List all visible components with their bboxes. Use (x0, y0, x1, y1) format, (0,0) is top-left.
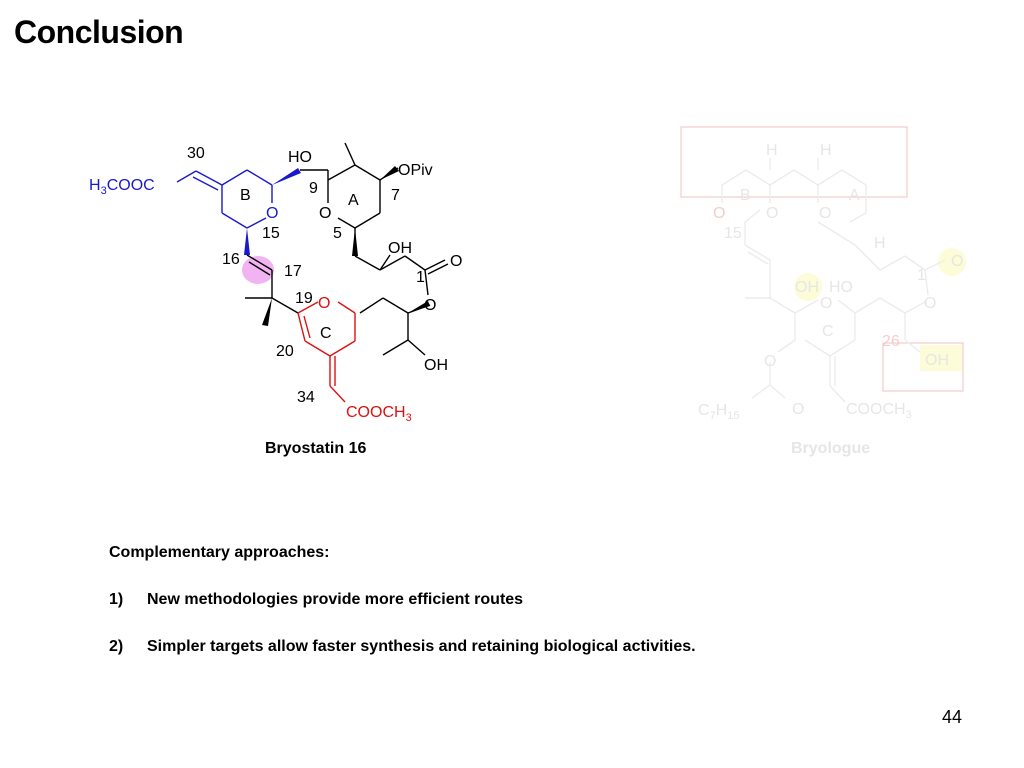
bryo-label-c15: 15 (724, 225, 742, 242)
ring-c (297, 301, 356, 403)
conclusion-list: Complementary approaches: 1) New methodol… (109, 544, 696, 685)
label-opiv: OPiv (398, 162, 433, 179)
wedge-bond (408, 301, 430, 313)
bryo-label-c7h15: C7H15 (698, 402, 740, 422)
ring-b (176, 169, 273, 229)
label-c20: 20 (276, 343, 294, 360)
faded-red-box-top (680, 126, 908, 198)
wedge-bond (244, 228, 250, 255)
label-ho-top: HO (288, 149, 312, 166)
wedge-bond (352, 228, 358, 256)
list-item: 1) New methodologies provide more efficie… (109, 591, 696, 611)
list-item-text: New methodologies provide more efficient… (147, 591, 524, 608)
list-item: 2) Simpler targets allow faster synthesis… (109, 638, 696, 658)
bryo-label-o-ring-a: O (819, 205, 831, 222)
list-item-number: 2) (109, 638, 124, 655)
caption-bryologue: Bryologue (791, 440, 871, 457)
bryo-label-o-ring-b: O (766, 205, 778, 222)
label-c34: 34 (297, 389, 315, 406)
label-c17: 17 (284, 263, 302, 280)
label-ring-c: C (320, 325, 332, 342)
label-c5: 5 (333, 225, 342, 242)
bryo-label-ring-c: C (822, 323, 834, 340)
bryo-label-h1: H (766, 142, 778, 159)
bryo-label-o-ring-c: O (820, 295, 832, 312)
faded-red-box-right (882, 342, 964, 392)
c16-highlight (242, 256, 274, 284)
label-c15: 15 (262, 225, 280, 242)
list-item-text: Simpler targets allow faster synthesis a… (147, 638, 696, 655)
bryo-label-oh-right: OH (925, 352, 949, 369)
label-ring-b: B (240, 187, 251, 204)
bryo-label-oh: OH (795, 279, 819, 296)
label-oh-bottom: OH (424, 357, 448, 374)
label-c19: 19 (295, 290, 313, 307)
label-o-ring-a: O (319, 205, 331, 222)
label-oh-mid: OH (388, 240, 412, 257)
label-o-ester: O (424, 297, 436, 314)
wedge-bond (272, 168, 301, 185)
ring-a (245, 142, 449, 356)
bryo-label-h2: H (820, 142, 832, 159)
wedge-bond (262, 298, 272, 326)
bryo-label-o-ester: O (924, 295, 936, 312)
page-number: 44 (941, 707, 962, 727)
label-ester-top: H3COOC (89, 177, 155, 197)
label-ring-a: A (348, 192, 359, 209)
bryo-label-h-side: H (874, 235, 886, 252)
slide-title: Conclusion (14, 14, 184, 50)
faded-yellow-o-top (938, 248, 966, 276)
bryo-label-ester: COOCH3 (846, 401, 912, 421)
bryo-label-ring-b: B (740, 187, 751, 204)
faded-yellow-oh-right (920, 345, 962, 371)
wedge-bond (380, 166, 399, 180)
bryo-label-ho: HO (829, 279, 853, 296)
label-c7: 7 (391, 187, 400, 204)
molecule-figure: 30 H3COOC HO 9 OPiv B A 7 O O 15 5 OH 16… (89, 126, 966, 424)
label-o-ring-b: O (266, 205, 278, 222)
bryostatin-16-structure: 30 H3COOC HO 9 OPiv B A 7 O O 15 5 OH 16… (89, 142, 462, 424)
bryo-label-c1: 1 (917, 267, 926, 284)
label-ester-bottom: COOCH3 (346, 404, 412, 424)
bryo-label-o-left: O (713, 205, 725, 222)
label-c30: 30 (187, 145, 205, 162)
caption-bryostatin-16: Bryostatin 16 (265, 440, 367, 457)
label-o-carbonyl: O (450, 253, 462, 270)
bryo-label-c26: 26 (882, 333, 900, 350)
bryo-label-o-bottom: O (792, 401, 804, 418)
bryologue-structure: H H B A O O O 15 H O 1 OH HO O O C 26 OH… (680, 126, 966, 422)
label-c9: 9 (309, 180, 318, 197)
list-item-number: 1) (109, 591, 124, 608)
faded-yellow-oh (794, 273, 822, 301)
bryo-label-ring-a: A (849, 187, 860, 204)
label-c1: 1 (416, 269, 425, 286)
label-o-ring-c: O (318, 295, 330, 312)
bryo-label-o-top-right: O (951, 253, 963, 270)
list-heading: Complementary approaches: (109, 544, 330, 561)
label-c16: 16 (222, 251, 240, 268)
bryo-label-o-lower: O (764, 353, 776, 370)
